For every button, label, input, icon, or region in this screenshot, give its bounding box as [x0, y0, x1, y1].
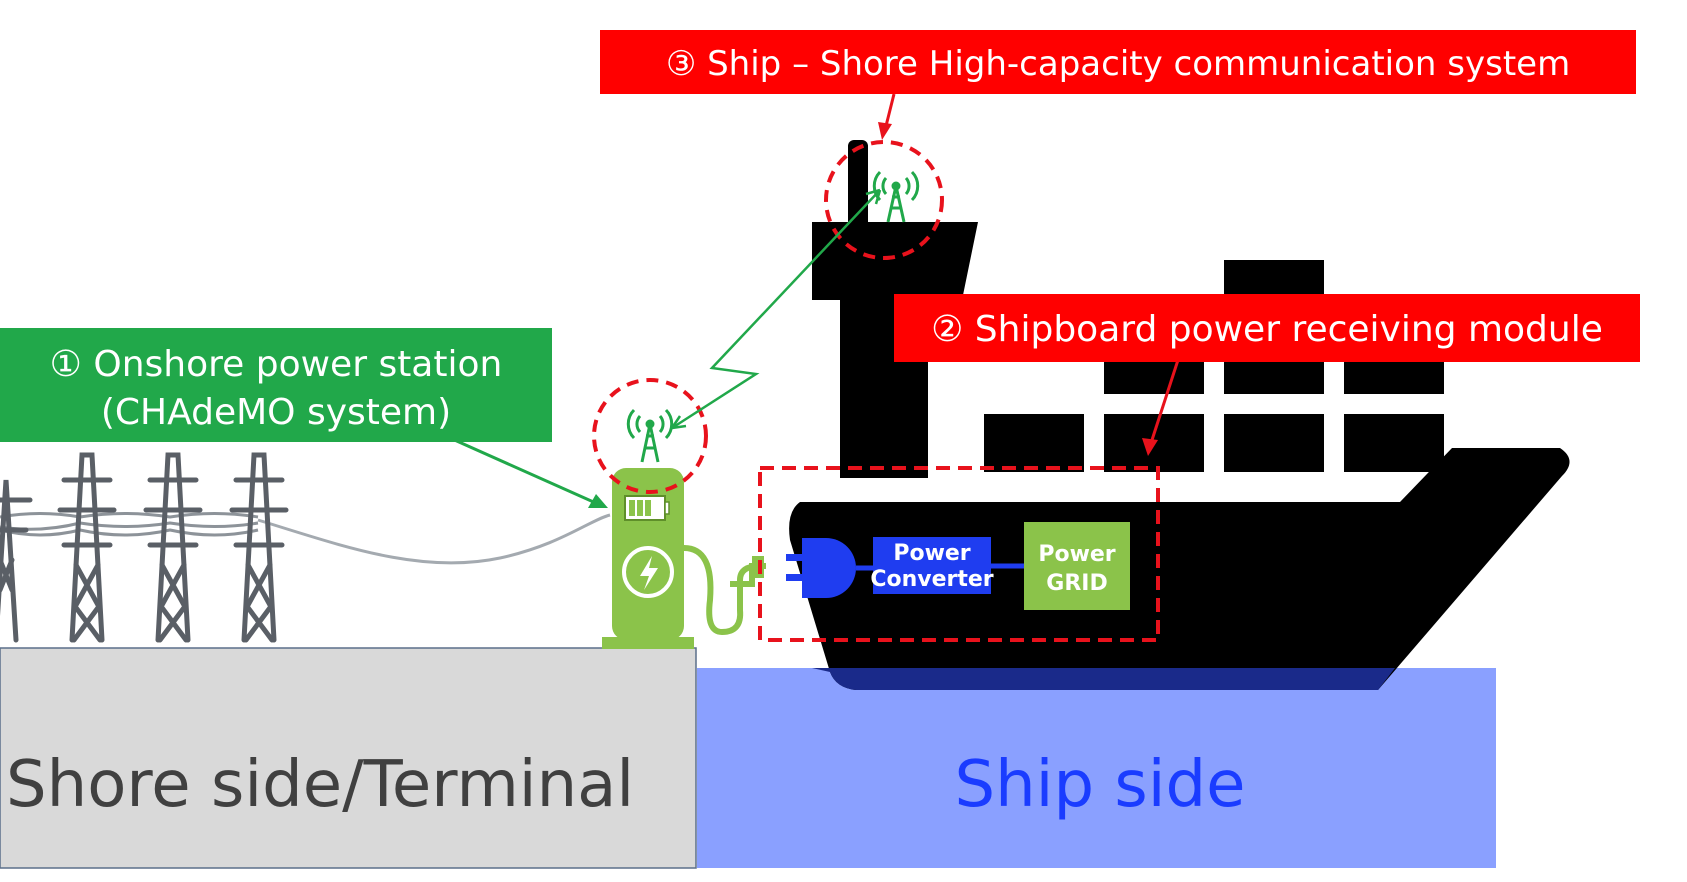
pylon-row	[0, 452, 289, 643]
comm-label-arrow	[878, 93, 896, 140]
power-grid-line2: GRID	[1046, 571, 1107, 596]
power-grid-box	[1024, 522, 1130, 610]
ship-antenna-highlight	[824, 140, 944, 260]
power-plug-icon	[786, 538, 856, 598]
comm-label-box	[600, 30, 1636, 94]
comm-label: ③ Ship – Shore High-capacity communicati…	[666, 44, 1570, 84]
hull-waterline	[812, 668, 1395, 690]
power-grid-line1: Power	[1038, 542, 1115, 567]
antenna-tower-icon	[872, 170, 920, 223]
power-converter-box	[873, 537, 991, 594]
lightning-bolt-icon	[622, 546, 674, 598]
shipboard-module-highlight	[758, 466, 1160, 642]
shipboard-label-arrow	[1142, 359, 1180, 456]
onshore-label-line1: ① Onshore power station	[50, 344, 503, 385]
station-antenna-highlight	[592, 378, 708, 494]
power-lines	[0, 512, 611, 565]
onshore-label-arrow	[449, 436, 608, 508]
charging-station	[602, 468, 766, 649]
onshore-label-line2: (CHAdeMO system)	[101, 392, 451, 433]
transmission-tower-icon	[143, 452, 203, 643]
ship-side-label: Ship side	[954, 748, 1245, 822]
shore-side-label: Shore side/Terminal	[6, 748, 634, 822]
power-converter-line1: Power	[893, 541, 970, 566]
power-converter-line2: Converter	[870, 567, 993, 592]
shipboard-label: ② Shipboard power receiving module	[931, 309, 1603, 350]
ship	[789, 140, 1570, 690]
transmission-tower-icon	[0, 479, 33, 643]
transmission-tower-icon	[57, 452, 117, 643]
shipboard-label-box	[894, 294, 1640, 362]
water-area	[697, 668, 1496, 868]
onshore-label-box	[0, 328, 552, 442]
transmission-tower-icon	[229, 452, 289, 643]
battery-icon	[624, 495, 670, 521]
shore-ground	[0, 647, 697, 869]
antenna-tower-icon	[626, 408, 674, 463]
wireless-link-arrow	[670, 188, 882, 430]
